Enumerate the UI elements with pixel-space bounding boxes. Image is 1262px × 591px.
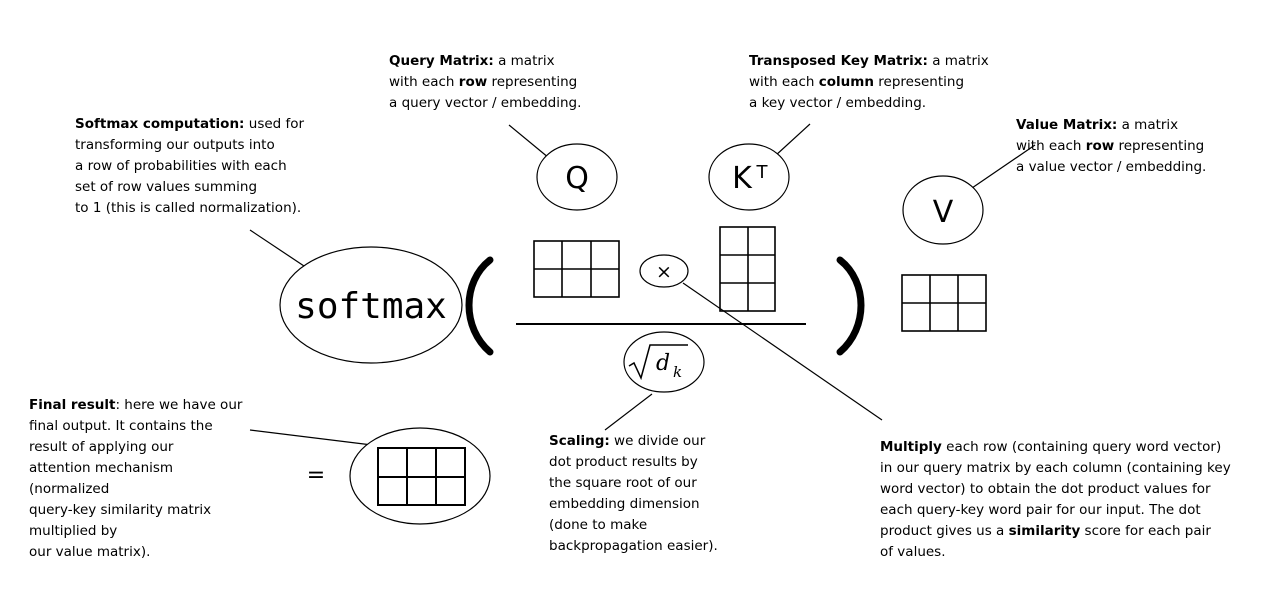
query-note-rest: a matrix xyxy=(493,53,555,69)
query-bubble xyxy=(536,143,618,211)
final-note-line: multiplied by xyxy=(29,523,118,539)
query-note-line3: a query vector / embedding. xyxy=(389,95,582,111)
key-note-rest: a matrix xyxy=(927,53,989,69)
value-symbol: V xyxy=(933,195,954,230)
multiply-note: Multiply each row (containing query word… xyxy=(880,437,1231,563)
key-note: Transposed Key Matrix: a matrix with eac… xyxy=(749,51,989,114)
multiply-symbol: × xyxy=(656,261,672,283)
softmax-note-rest: used for xyxy=(244,116,305,132)
softmax-bubble xyxy=(279,246,463,364)
key-note-line2-bold: column xyxy=(818,74,874,90)
scaling-note: Scaling: we divide our dot product resul… xyxy=(549,431,718,557)
query-note-line2-pre: with each xyxy=(389,74,459,90)
multiply-connector xyxy=(682,282,883,421)
value-note-rest: a matrix xyxy=(1117,117,1179,133)
softmax-note-line: set of row values summing xyxy=(75,179,258,195)
key-connector xyxy=(774,123,811,157)
equals-symbol: = xyxy=(307,463,325,488)
scaling-connector xyxy=(604,393,653,431)
final-note-title: Final result xyxy=(29,397,116,413)
softmax-note: Softmax computation: used for transformi… xyxy=(75,114,304,219)
final-result-note: Final result: here we have our final out… xyxy=(29,395,242,563)
final-note-line: query-key similarity matrix xyxy=(29,502,212,518)
right-parenthesis xyxy=(836,256,865,356)
multiply-note-line: word vector) to obtain the dot product v… xyxy=(880,481,1211,497)
scaling-note-line: the square root of our xyxy=(549,475,697,491)
value-note-line2-post: representing xyxy=(1114,138,1205,154)
query-connector xyxy=(508,124,550,159)
final-connector xyxy=(249,429,373,446)
key-transposed-matrix xyxy=(719,226,776,312)
value-note-line2-bold: row xyxy=(1085,138,1115,154)
multiply-note-final-line: of values. xyxy=(880,544,946,560)
value-connector xyxy=(971,144,1036,189)
multiply-note-line: each query-key word pair for our input. … xyxy=(880,502,1201,518)
sqrt-dk-expression: d k xyxy=(628,344,688,381)
multiply-bubble xyxy=(639,254,689,288)
key-bubble xyxy=(708,143,790,211)
final-note-line: (normalized xyxy=(29,481,110,497)
multiply-note-last-bold: similarity xyxy=(1008,523,1081,539)
softmax-connector xyxy=(249,229,308,269)
key-note-title: Transposed Key Matrix: xyxy=(749,53,928,69)
value-note-line3: a value vector / embedding. xyxy=(1016,159,1207,175)
query-note-line2-bold: row xyxy=(458,74,488,90)
sqrt-sub-k: k xyxy=(673,363,682,381)
query-symbol: Q xyxy=(565,161,589,196)
value-note-title: Value Matrix: xyxy=(1016,117,1118,133)
value-note: Value Matrix: a matrix with each row rep… xyxy=(1016,115,1206,178)
scaling-note-line: dot product results by xyxy=(549,454,698,470)
scaling-note-title: Scaling: xyxy=(549,433,610,449)
final-note-line: our value matrix). xyxy=(29,544,151,560)
scaling-note-line: embedding dimension xyxy=(549,496,700,512)
multiply-note-last-pre: product gives us a xyxy=(880,523,1009,539)
sqrt-bubble xyxy=(623,331,705,393)
left-parenthesis xyxy=(465,256,494,356)
softmax-note-line: to 1 (this is called normalization). xyxy=(75,200,302,216)
query-note-title: Query Matrix: xyxy=(389,53,494,69)
softmax-note-line: a row of probabilities with each xyxy=(75,158,287,174)
result-matrix xyxy=(377,447,466,506)
key-transpose-superscript: T xyxy=(756,162,769,183)
softmax-label: softmax xyxy=(295,286,447,327)
final-note-line: attention mechanism xyxy=(29,460,174,476)
softmax-note-line: transforming our outputs into xyxy=(75,137,275,153)
scaling-note-rest: we divide our xyxy=(609,433,706,449)
multiply-note-rest: each row (containing query word vector) xyxy=(941,439,1222,455)
sqrt-var-d: d xyxy=(656,351,670,376)
final-note-line: result of applying our xyxy=(29,439,174,455)
value-bubble xyxy=(902,175,984,245)
key-note-line3: a key vector / embedding. xyxy=(749,95,927,111)
connector-lines xyxy=(249,123,1036,446)
query-matrix xyxy=(533,240,620,298)
final-note-rest: : here we have our xyxy=(115,397,243,413)
query-note: Query Matrix: a matrix with each row rep… xyxy=(389,51,581,114)
value-note-line2-pre: with each xyxy=(1016,138,1086,154)
key-symbol: K xyxy=(732,161,753,196)
key-note-line2-post: representing xyxy=(873,74,965,90)
query-note-line2-post: representing xyxy=(487,74,578,90)
key-note-line2-pre: with each xyxy=(749,74,819,90)
scaling-note-line: backpropagation easier). xyxy=(549,538,718,554)
final-note-line: final output. It contains the xyxy=(29,418,213,434)
scaling-note-line: (done to make xyxy=(549,517,648,533)
softmax-note-title: Softmax computation: xyxy=(75,116,245,132)
multiply-note-title: Multiply xyxy=(880,439,942,455)
multiply-note-line: in our query matrix by each column (cont… xyxy=(880,460,1231,476)
multiply-note-last-post: score for each pair xyxy=(1080,523,1211,539)
sqrt-radical-sign xyxy=(628,344,688,381)
value-matrix xyxy=(901,274,987,332)
